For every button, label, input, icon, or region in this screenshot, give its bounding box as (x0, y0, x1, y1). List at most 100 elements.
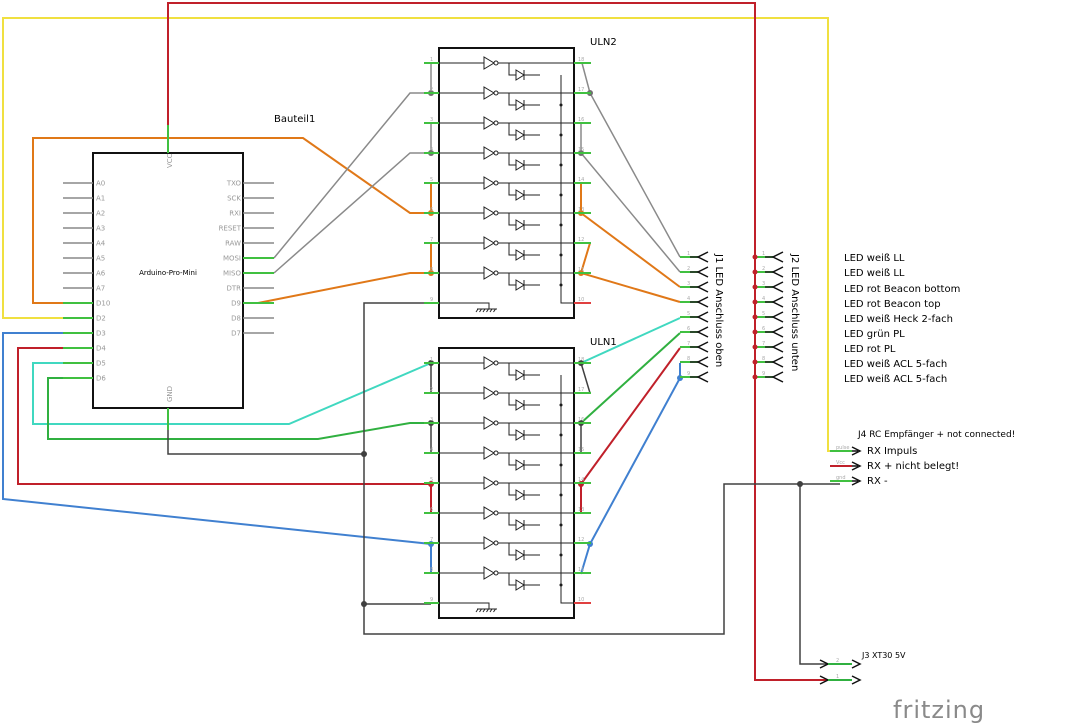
arduino-pin-vcc: VCC (166, 153, 174, 168)
diode-icon (515, 159, 525, 171)
wire-green-uln1-16[interactable] (580, 332, 681, 424)
chip-pin-number: 2 (430, 387, 433, 393)
wire-yellow-d2-pulse[interactable] (2, 17, 840, 452)
wire-blue-d3[interactable] (2, 332, 432, 545)
diode-icon (515, 249, 525, 261)
chip-pin-number: 13 (578, 207, 584, 213)
inverter-icon (483, 116, 495, 130)
connector-pin-number: 5 (687, 311, 690, 317)
led-label: LED rot Beacon top (844, 299, 941, 310)
junction (752, 284, 758, 290)
wire-orange-d9[interactable] (257, 272, 431, 304)
chip-pin-number: 9 (430, 297, 433, 303)
arduino-pin-label: D3 (96, 330, 106, 338)
connector-pin-number: 4 (687, 296, 690, 302)
connector-fork-icon (696, 371, 709, 383)
connector-fork-icon (771, 356, 784, 368)
wire-orange-uln2-13[interactable] (580, 183, 681, 288)
j3-connector[interactable]: J3 XT30 5V 21 (819, 651, 906, 685)
wire-cyan-d5[interactable] (32, 362, 432, 425)
wire-cyan-uln1-18[interactable] (580, 317, 681, 364)
junction (752, 374, 758, 380)
inverter-icon (483, 146, 495, 160)
wire-gnd-main[interactable] (363, 302, 840, 635)
inverter-icon (483, 536, 495, 550)
connector-fork-icon (696, 296, 709, 308)
arrow-icon (851, 461, 862, 471)
wire-red-d4[interactable] (17, 347, 431, 485)
connector-pin-number: 9 (687, 371, 690, 377)
connector-pin-number: 3 (762, 281, 765, 287)
connector-pin-number: 5 (762, 311, 765, 317)
chip-pin-number: 6 (430, 207, 433, 213)
junction (752, 344, 758, 350)
arduino-pin-gnd: GND (166, 386, 174, 402)
chip-pin-number: 17 (578, 87, 584, 93)
arduino-pin-label: D8 (231, 315, 241, 323)
wire-orange-uln2-11[interactable] (579, 242, 681, 303)
inverter-icon (483, 236, 495, 250)
j4-pin-desc: RX - (867, 476, 888, 487)
connector-pin-number: 3 (687, 281, 690, 287)
arduino-pin-label: D10 (96, 300, 110, 308)
chip-pin-number: 7 (430, 237, 433, 243)
chip-pin-number: 1 (430, 357, 433, 363)
wire-gray-miso[interactable] (273, 152, 431, 274)
arduino-pin-label: A7 (96, 285, 105, 293)
j3-pin-number: 1 (836, 674, 839, 680)
j4-label: J4 RC Empfänger + not connected! (857, 430, 1015, 440)
wire-gnd[interactable] (167, 408, 364, 455)
chip-pin-number: 4 (430, 147, 433, 153)
chip-pin-number: 7 (430, 537, 433, 543)
chip-pin-number: 4 (430, 447, 433, 453)
connector-fork-icon (696, 341, 709, 353)
arduino-pro-mini[interactable]: Arduino-Pro-Mini Bauteil1 VCC GND A0A1A2… (63, 114, 315, 430)
arduino-pin-label: D7 (231, 330, 241, 338)
inverter-icon (483, 566, 495, 580)
diode-icon (515, 489, 525, 501)
arduino-pin-label: SCK (227, 195, 241, 203)
arduino-pin-label: MISO (223, 270, 242, 278)
wire-gray-uln2-17[interactable] (581, 62, 681, 258)
inverter-icon (483, 446, 495, 460)
junction (752, 299, 758, 305)
arduino-part-label: Bauteil1 (274, 114, 315, 125)
wire-dark-jumper[interactable] (580, 362, 591, 394)
chip-pin-number: 11 (578, 567, 584, 573)
wire-gnd-j3[interactable] (799, 484, 840, 665)
arduino-pin-label: RAW (225, 240, 241, 248)
wire-red-uln1-14[interactable] (580, 347, 681, 514)
junction (361, 451, 367, 457)
chip-pin-number: 11 (578, 267, 584, 273)
chip-pin-number: 14 (578, 477, 584, 483)
led-label: LED weiß ACL 5-fach (844, 359, 947, 370)
junction (752, 359, 758, 365)
diode-icon (515, 399, 525, 411)
j4-pin-name: pulse (836, 445, 849, 451)
arduino-pin-label: A0 (96, 180, 105, 188)
uln2-label: ULN2 (590, 37, 617, 48)
arduino-pin-label: A1 (96, 195, 105, 203)
junctions (361, 90, 803, 607)
j2-label: J2 LED Anschluss unten (789, 253, 800, 371)
wire-blue-uln1-12[interactable] (580, 377, 681, 575)
connector-fork-icon (696, 311, 709, 323)
connector-pin-number: 8 (687, 356, 690, 362)
wire-red-vcc[interactable] (167, 2, 840, 681)
j4-pin-name: gnd (836, 475, 846, 481)
inverter-icon (483, 356, 495, 370)
j3-label: J3 XT30 5V (861, 651, 906, 660)
inverter-icon (483, 206, 495, 220)
chip-pin-number: 3 (430, 417, 433, 423)
arduino-pin-label: RXI (229, 210, 241, 218)
arrow-icon (851, 675, 862, 685)
wire-green-d6[interactable] (47, 377, 431, 440)
connector-pin-number: 4 (762, 296, 765, 302)
